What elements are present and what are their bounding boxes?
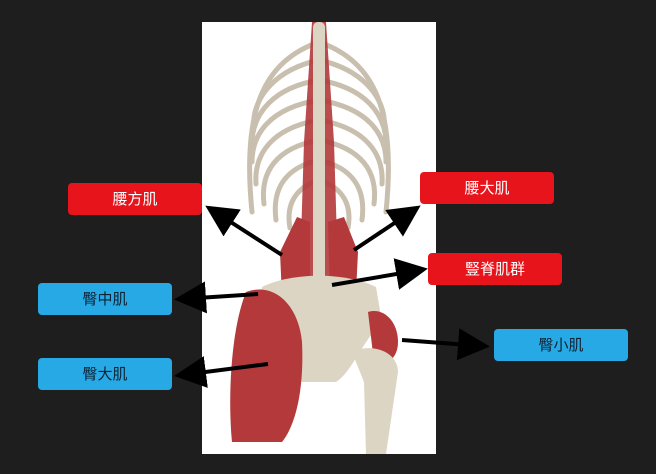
- label-quadratus-lumborum: 腰方肌: [68, 183, 202, 215]
- label-gluteus-maximus: 臀大肌: [38, 358, 172, 390]
- femur: [352, 348, 398, 454]
- rib-cage: [247, 39, 391, 231]
- label-psoas-major: 腰大肌: [420, 172, 554, 204]
- arrow-psoas-major: [352, 205, 421, 252]
- arrow-gluteus-minimus: [401, 328, 490, 361]
- arrow-quadratus-lumborum: [205, 205, 284, 257]
- label-erector-spinae: 豎脊肌群: [428, 253, 562, 285]
- arrow-gluteus-medius: [174, 281, 259, 314]
- anatomy-image-panel: [202, 22, 436, 454]
- arrow-gluteus-maximus: [174, 356, 269, 388]
- label-gluteus-medius: 臀中肌: [38, 283, 172, 315]
- spine: [313, 22, 325, 352]
- back-muscles-illustration: [230, 22, 398, 454]
- psoas-major-muscle: [328, 217, 358, 292]
- arrow-erector-spinae: [331, 258, 428, 290]
- label-gluteus-minimus: 臀小肌: [494, 329, 628, 361]
